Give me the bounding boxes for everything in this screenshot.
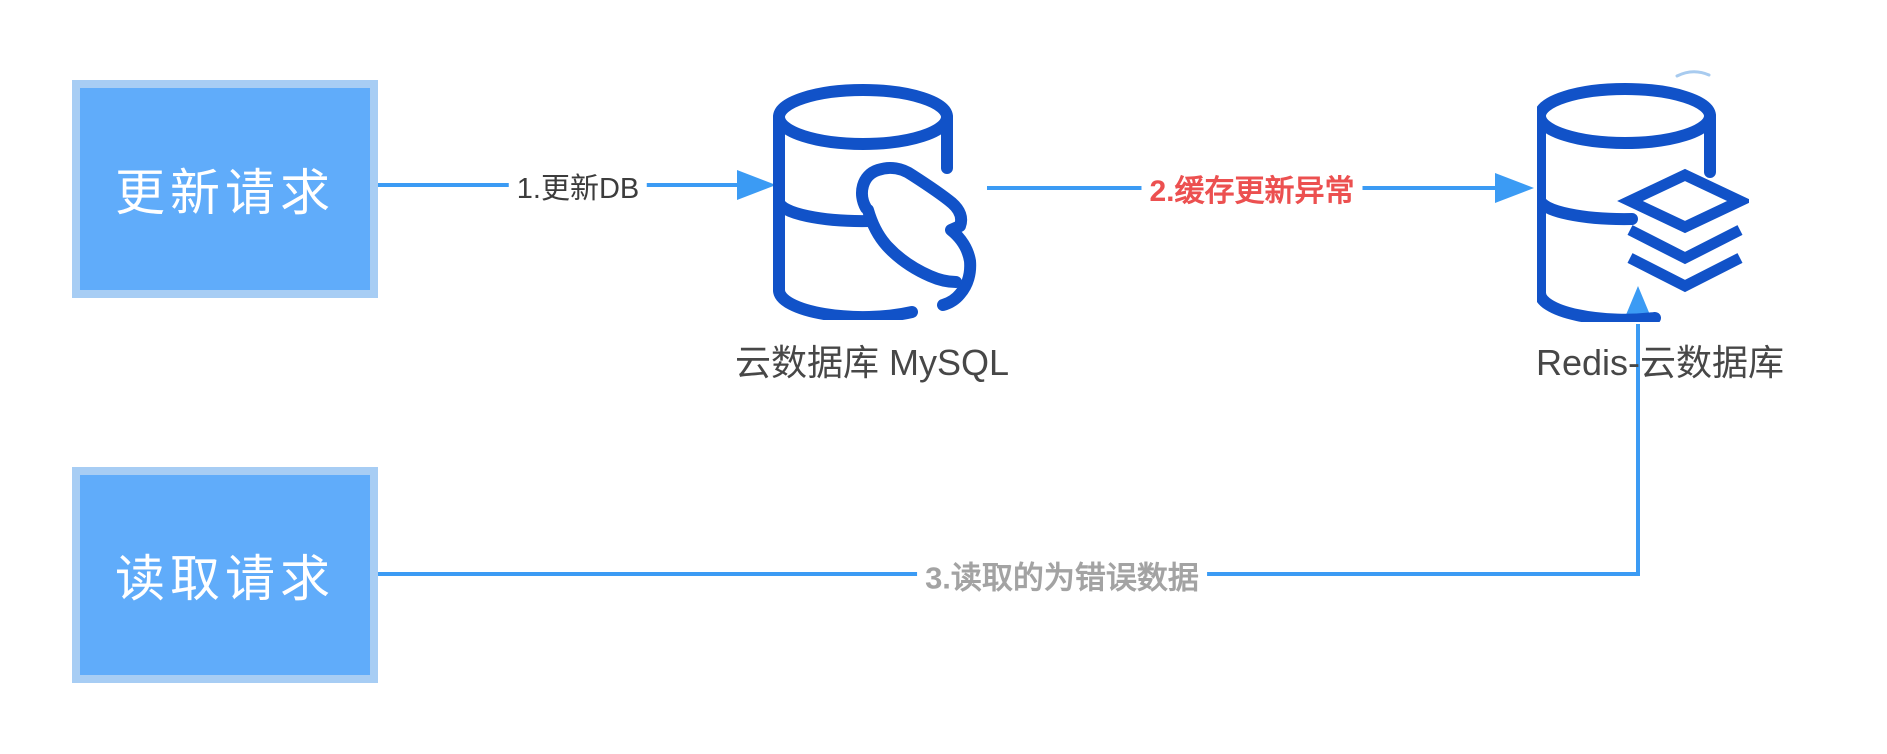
redis-cylinder-top <box>1534 83 1716 149</box>
node-update-request-label: 更新请求 <box>115 165 335 221</box>
edge2-arrowhead-icon <box>1495 173 1534 203</box>
mysql-cylinder-band <box>773 196 876 228</box>
edge1-label: 1.更新DB <box>508 165 648 207</box>
mysql-cylinder-top <box>773 84 953 150</box>
node-read-request-label: 读取请求 <box>115 551 335 607</box>
redis-stack-bottom-layer <box>1627 253 1743 293</box>
redis-caption: Redis-云数据库 <box>1535 342 1785 383</box>
edge3-label: 3.读取的为错误数据 <box>917 552 1207 598</box>
mysql-caption: 云数据库 MySQL <box>734 342 1010 383</box>
redis-cylinder-bottom <box>1534 287 1661 326</box>
redis-stack-middle-layer <box>1627 225 1743 265</box>
mysql-cylinder-bottom <box>772 284 918 324</box>
edge2-label: 2.缓存更新异常 <box>1141 166 1363 210</box>
mysql-dolphin-back <box>856 161 977 311</box>
redis-stack-top-layer <box>1617 168 1753 234</box>
redis-cylinder-band <box>1534 194 1638 226</box>
mysql-dolphin-belly <box>862 204 962 288</box>
node-update-request[interactable]: 更新请求 <box>72 80 378 298</box>
mysql-database-icon[interactable] <box>772 80 987 324</box>
edge1-arrowhead-icon <box>737 170 776 200</box>
redis-top-glint <box>1675 70 1711 78</box>
redis-database-icon[interactable] <box>1534 64 1753 326</box>
edge3-line <box>378 324 1640 576</box>
node-read-request[interactable]: 读取请求 <box>72 467 378 683</box>
